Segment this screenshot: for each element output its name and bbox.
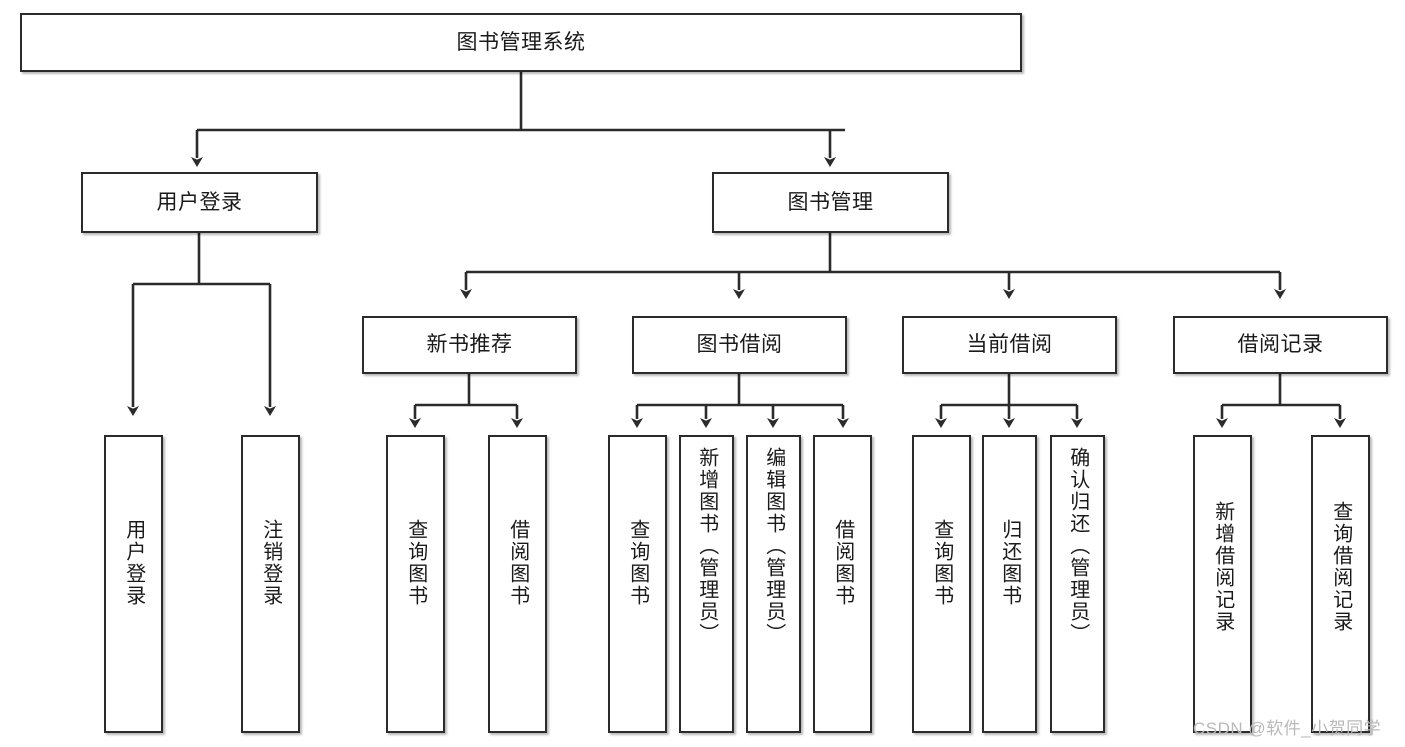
node-current-borrow-label: 当前借阅 [966, 333, 1053, 357]
node-leaf-query-book-2[interactable]: 查询图书 [608, 435, 667, 733]
node-book-manage-label: 图书管理 [787, 190, 874, 214]
node-leaf-add-book[interactable]: 新增图书（管理员） [679, 435, 734, 733]
node-leaf-user-login-label: 用户登录 [122, 519, 145, 607]
node-leaf-edit-book-label: 编辑图书（管理员） [762, 447, 785, 645]
node-leaf-query-book-3[interactable]: 查询图书 [912, 435, 971, 733]
node-new-book-recommend[interactable]: 新书推荐 [362, 316, 577, 374]
node-leaf-query-book-2-label: 查询图书 [626, 519, 649, 607]
node-leaf-edit-book[interactable]: 编辑图书（管理员） [746, 435, 801, 733]
node-leaf-return-book[interactable]: 归还图书 [982, 435, 1037, 733]
node-leaf-confirm-return-label: 确认归还（管理员） [1066, 447, 1089, 645]
node-book-borrow[interactable]: 图书借阅 [632, 316, 847, 374]
csdn-watermark: CSDN @软件_小贺同学 [1193, 719, 1382, 738]
node-leaf-query-book-1-label: 查询图书 [404, 519, 427, 607]
node-leaf-borrow-book-2[interactable]: 借阅图书 [813, 435, 872, 733]
node-borrow-record-label: 借阅记录 [1237, 333, 1324, 357]
node-leaf-query-record-label: 查询借阅记录 [1329, 501, 1352, 633]
node-borrow-record[interactable]: 借阅记录 [1173, 316, 1388, 374]
node-leaf-logout-label: 注销登录 [259, 519, 282, 607]
node-leaf-add-record-label: 新增借阅记录 [1211, 501, 1234, 633]
node-book-borrow-label: 图书借阅 [696, 333, 783, 357]
node-book-manage[interactable]: 图书管理 [712, 172, 949, 233]
node-leaf-logout[interactable]: 注销登录 [241, 435, 300, 733]
node-leaf-query-record[interactable]: 查询借阅记录 [1311, 435, 1370, 733]
node-leaf-add-book-label: 新增图书（管理员） [695, 447, 718, 645]
node-root-label: 图书管理系统 [456, 30, 586, 54]
node-leaf-borrow-book-1-label: 借阅图书 [506, 519, 529, 607]
node-leaf-query-book-3-label: 查询图书 [930, 519, 953, 607]
node-leaf-return-book-label: 归还图书 [998, 519, 1021, 607]
node-leaf-user-login[interactable]: 用户登录 [104, 435, 163, 733]
node-root[interactable]: 图书管理系统 [20, 13, 1022, 72]
node-leaf-add-record[interactable]: 新增借阅记录 [1193, 435, 1252, 733]
node-leaf-confirm-return[interactable]: 确认归还（管理员） [1050, 435, 1105, 733]
node-current-borrow[interactable]: 当前借阅 [902, 316, 1117, 374]
node-user-login[interactable]: 用户登录 [81, 172, 318, 233]
node-leaf-borrow-book-2-label: 借阅图书 [831, 519, 854, 607]
node-new-book-recommend-label: 新书推荐 [426, 333, 513, 357]
node-user-login-label: 用户登录 [156, 190, 243, 214]
node-leaf-query-book-1[interactable]: 查询图书 [386, 435, 445, 733]
node-leaf-borrow-book-1[interactable]: 借阅图书 [488, 435, 547, 733]
